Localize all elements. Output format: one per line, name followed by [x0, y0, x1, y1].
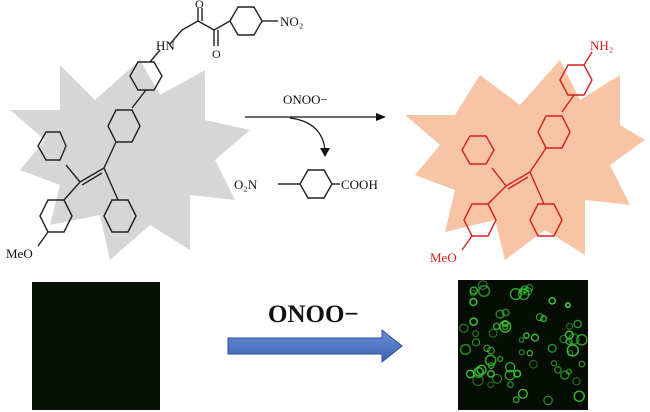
fluorescent-cell — [459, 343, 472, 356]
fluorescent-cell — [576, 334, 588, 346]
fluorescent-cell — [476, 364, 487, 375]
probe-biphenyl-ring-top — [129, 61, 163, 91]
fluorescent-cell — [459, 323, 469, 333]
reaction-reagent-label: ONOO− — [283, 92, 328, 107]
fluorescent-cell — [522, 332, 530, 340]
fluorescent-cell — [501, 323, 509, 331]
fluorescent-cell — [559, 370, 570, 381]
probe-biphenyl-ring-bottom — [107, 109, 141, 143]
byproduct-acid-label: COOH — [341, 177, 378, 192]
fluorescent-cell — [512, 396, 520, 404]
fluorescent-cell — [484, 354, 497, 367]
product-phenyl-ring-right — [529, 203, 563, 237]
nitro-group-label: NO₂ — [280, 14, 303, 29]
nitrobenzoic-ring — [299, 169, 333, 199]
fluorescent-cell — [551, 360, 558, 367]
fluorescent-cell — [487, 346, 495, 355]
fluorescent-cell — [523, 287, 532, 296]
fluorescent-cell — [469, 297, 478, 307]
fluorescent-cell — [487, 381, 494, 388]
fluorescent-cell — [566, 322, 574, 330]
fluorescent-cell — [530, 333, 540, 342]
amide-nh-label: HN — [156, 38, 175, 53]
fluorescent-cell — [497, 355, 504, 362]
fluorescent-cell — [564, 302, 571, 309]
byproduct-nitro-label: O₂N — [234, 177, 258, 192]
fluorescent-cell — [509, 288, 522, 301]
fluorescent-cell — [526, 349, 533, 357]
product-burst-shape — [405, 60, 645, 260]
fluorescent-cell — [573, 390, 585, 402]
fluorescent-cell — [573, 319, 582, 329]
carbonyl-o-label-top: O — [195, 0, 204, 11]
fluorescent-cell — [486, 369, 495, 378]
fluorescent-cell — [469, 289, 477, 297]
fluorescent-cell — [535, 313, 544, 322]
byproduct-curved-arrow — [289, 117, 326, 151]
byproduct-molecule — [278, 169, 340, 199]
fluorescent-cell — [488, 328, 498, 338]
fluorescent-cell — [504, 369, 516, 381]
byproduct-arrowhead — [320, 148, 330, 157]
fluorescent-cell — [548, 296, 557, 305]
fluorescent-cell — [578, 360, 586, 368]
fluorescent-cell — [518, 349, 525, 356]
carbonyl-o-label-bottom: O — [212, 47, 221, 61]
fluorescent-cell — [469, 317, 478, 326]
fluorescent-cell — [505, 362, 516, 373]
fluorescent-cell — [566, 344, 579, 357]
nitrophenyl-ring — [229, 6, 263, 36]
fluorescent-cell — [572, 377, 581, 386]
probe-molecule — [37, 6, 278, 247]
fluorescent-cell — [469, 286, 479, 296]
fluorescent-cell — [513, 369, 522, 378]
fluorescent-cell — [507, 381, 514, 388]
before-image-panel — [32, 282, 160, 410]
fluorescent-cell — [518, 337, 525, 343]
product-molecule — [461, 51, 593, 251]
fluorescent-cell — [483, 344, 491, 352]
fluorescent-cell — [492, 373, 502, 384]
imaging-reagent-label: ONOO− — [268, 301, 359, 328]
fluorescent-cell — [547, 343, 557, 353]
probe-phenyl-ring-left — [37, 131, 67, 161]
product-phenyl-ring-left — [461, 135, 495, 165]
fluorescent-cell — [529, 360, 538, 369]
fluorescent-cell — [472, 330, 480, 338]
product-biphenyl-ring-bottom — [537, 115, 571, 149]
fluorescent-cell — [474, 366, 485, 377]
fluorescent-cell — [465, 369, 475, 379]
fluorescent-cell — [501, 308, 510, 317]
fluorescent-cell — [472, 338, 481, 347]
fluorescent-cell — [554, 366, 562, 374]
after-image-panel — [458, 280, 588, 410]
fluorescent-cell — [568, 333, 580, 345]
fluorescent-cell — [472, 374, 484, 386]
fluorescent-cell — [559, 334, 568, 344]
fluorescent-cell — [567, 350, 574, 357]
fluorescent-cell — [517, 388, 528, 399]
product-methoxy-label: MeO — [430, 250, 457, 265]
fluorescent-cells — [459, 280, 588, 406]
fluorescent-cell — [495, 309, 505, 319]
probe-phenyl-ring-right — [103, 199, 137, 233]
probe-methoxyphenyl-ring — [39, 199, 73, 233]
fluorescent-cell — [539, 315, 548, 323]
imaging-blue-arrow — [227, 328, 403, 364]
fluorescent-cell — [518, 287, 527, 295]
fluorescent-cell — [477, 284, 491, 298]
fluorescent-cell — [499, 320, 512, 333]
product-methoxyphenyl-ring — [463, 203, 497, 237]
probe-burst-shape — [10, 60, 250, 260]
fluorescent-cell — [478, 280, 488, 290]
product-amine-label: NH₂ — [590, 38, 613, 53]
probe-methoxy-label: MeO — [6, 246, 33, 261]
fluorescent-cell — [518, 288, 530, 301]
reaction-arrowhead — [376, 113, 386, 121]
fluorescent-cell — [543, 395, 553, 406]
